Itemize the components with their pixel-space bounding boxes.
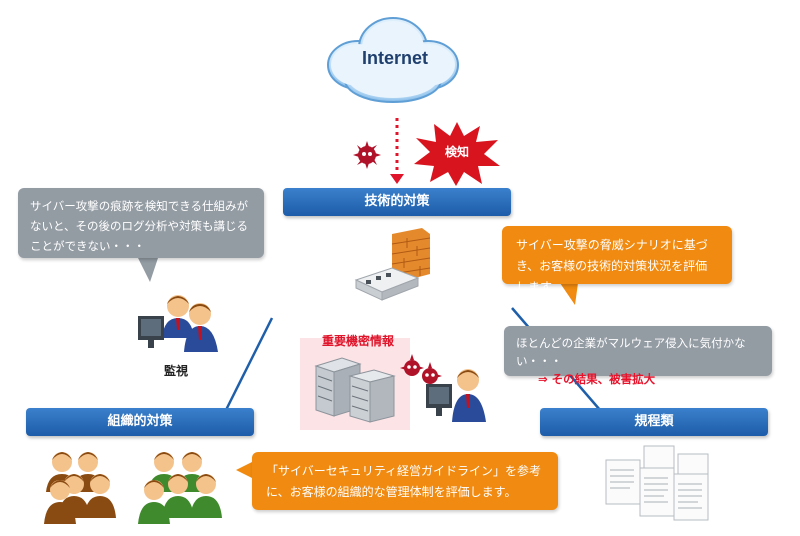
document-icon [605, 445, 709, 521]
infection-text-line2: ⇒ その結果、被害拡大 [538, 372, 656, 386]
bubble-tail-left [138, 258, 158, 282]
bubble-tail-orange-top [560, 283, 578, 305]
infection-text-line1: ほとんどの企業がマルウェア侵入に気付かない・・・ [516, 336, 746, 368]
infection-bubble: ほとんどの企業がマルウェア侵入に気付かない・・・ ⇒ その結果、被害拡大 [504, 326, 772, 386]
technical-measures-bar: 技術的対策 [283, 188, 511, 216]
server-icon [314, 357, 396, 423]
monitoring-people-icon [138, 295, 218, 352]
confidential-label: 重要機密情報 [322, 334, 395, 348]
connector-line-left [223, 317, 274, 413]
firewall-icon [354, 228, 431, 301]
org-eval-bubble: 「サイバーセキュリティ経営ガイドライン」を参考に、お客様の組織的な管理体制を評価… [252, 452, 558, 510]
monitoring-issue-text: サイバー攻撃の痕跡を検知できる仕組みがないと、その後のログ分析や対策も講じること… [30, 199, 249, 253]
monitoring-issue-bubble: サイバー攻撃の痕跡を検知できる仕組みがないと、その後のログ分析や対策も講じること… [18, 188, 264, 258]
technical-eval-bubble: サイバー攻撃の脅威シナリオに基づき、お客様の技術的対策状況を評価します。 [502, 226, 732, 294]
org-eval-text: 「サイバーセキュリティ経営ガイドライン」を参考に、お客様の組織的な管理体制を評価… [266, 464, 542, 499]
person-at-computer-icon [426, 369, 486, 422]
attack-arrow-head [390, 174, 404, 184]
alert-burst-icon [414, 122, 500, 186]
people-group-icon [44, 452, 222, 524]
virus-icon [353, 141, 381, 169]
monitoring-label: 監視 [164, 364, 189, 378]
alert-label: 検知 [445, 145, 470, 159]
cloud-icon [327, 17, 459, 103]
organizational-measures-bar: 組織的対策 [26, 408, 254, 436]
bubble-tail-orange-bottom [236, 462, 252, 478]
internet-label: Internet [362, 48, 429, 68]
technical-eval-text: サイバー攻撃の脅威シナリオに基づき、お客様の技術的対策状況を評価します。 [516, 238, 708, 294]
rules-bar: 規程類 [540, 408, 768, 436]
